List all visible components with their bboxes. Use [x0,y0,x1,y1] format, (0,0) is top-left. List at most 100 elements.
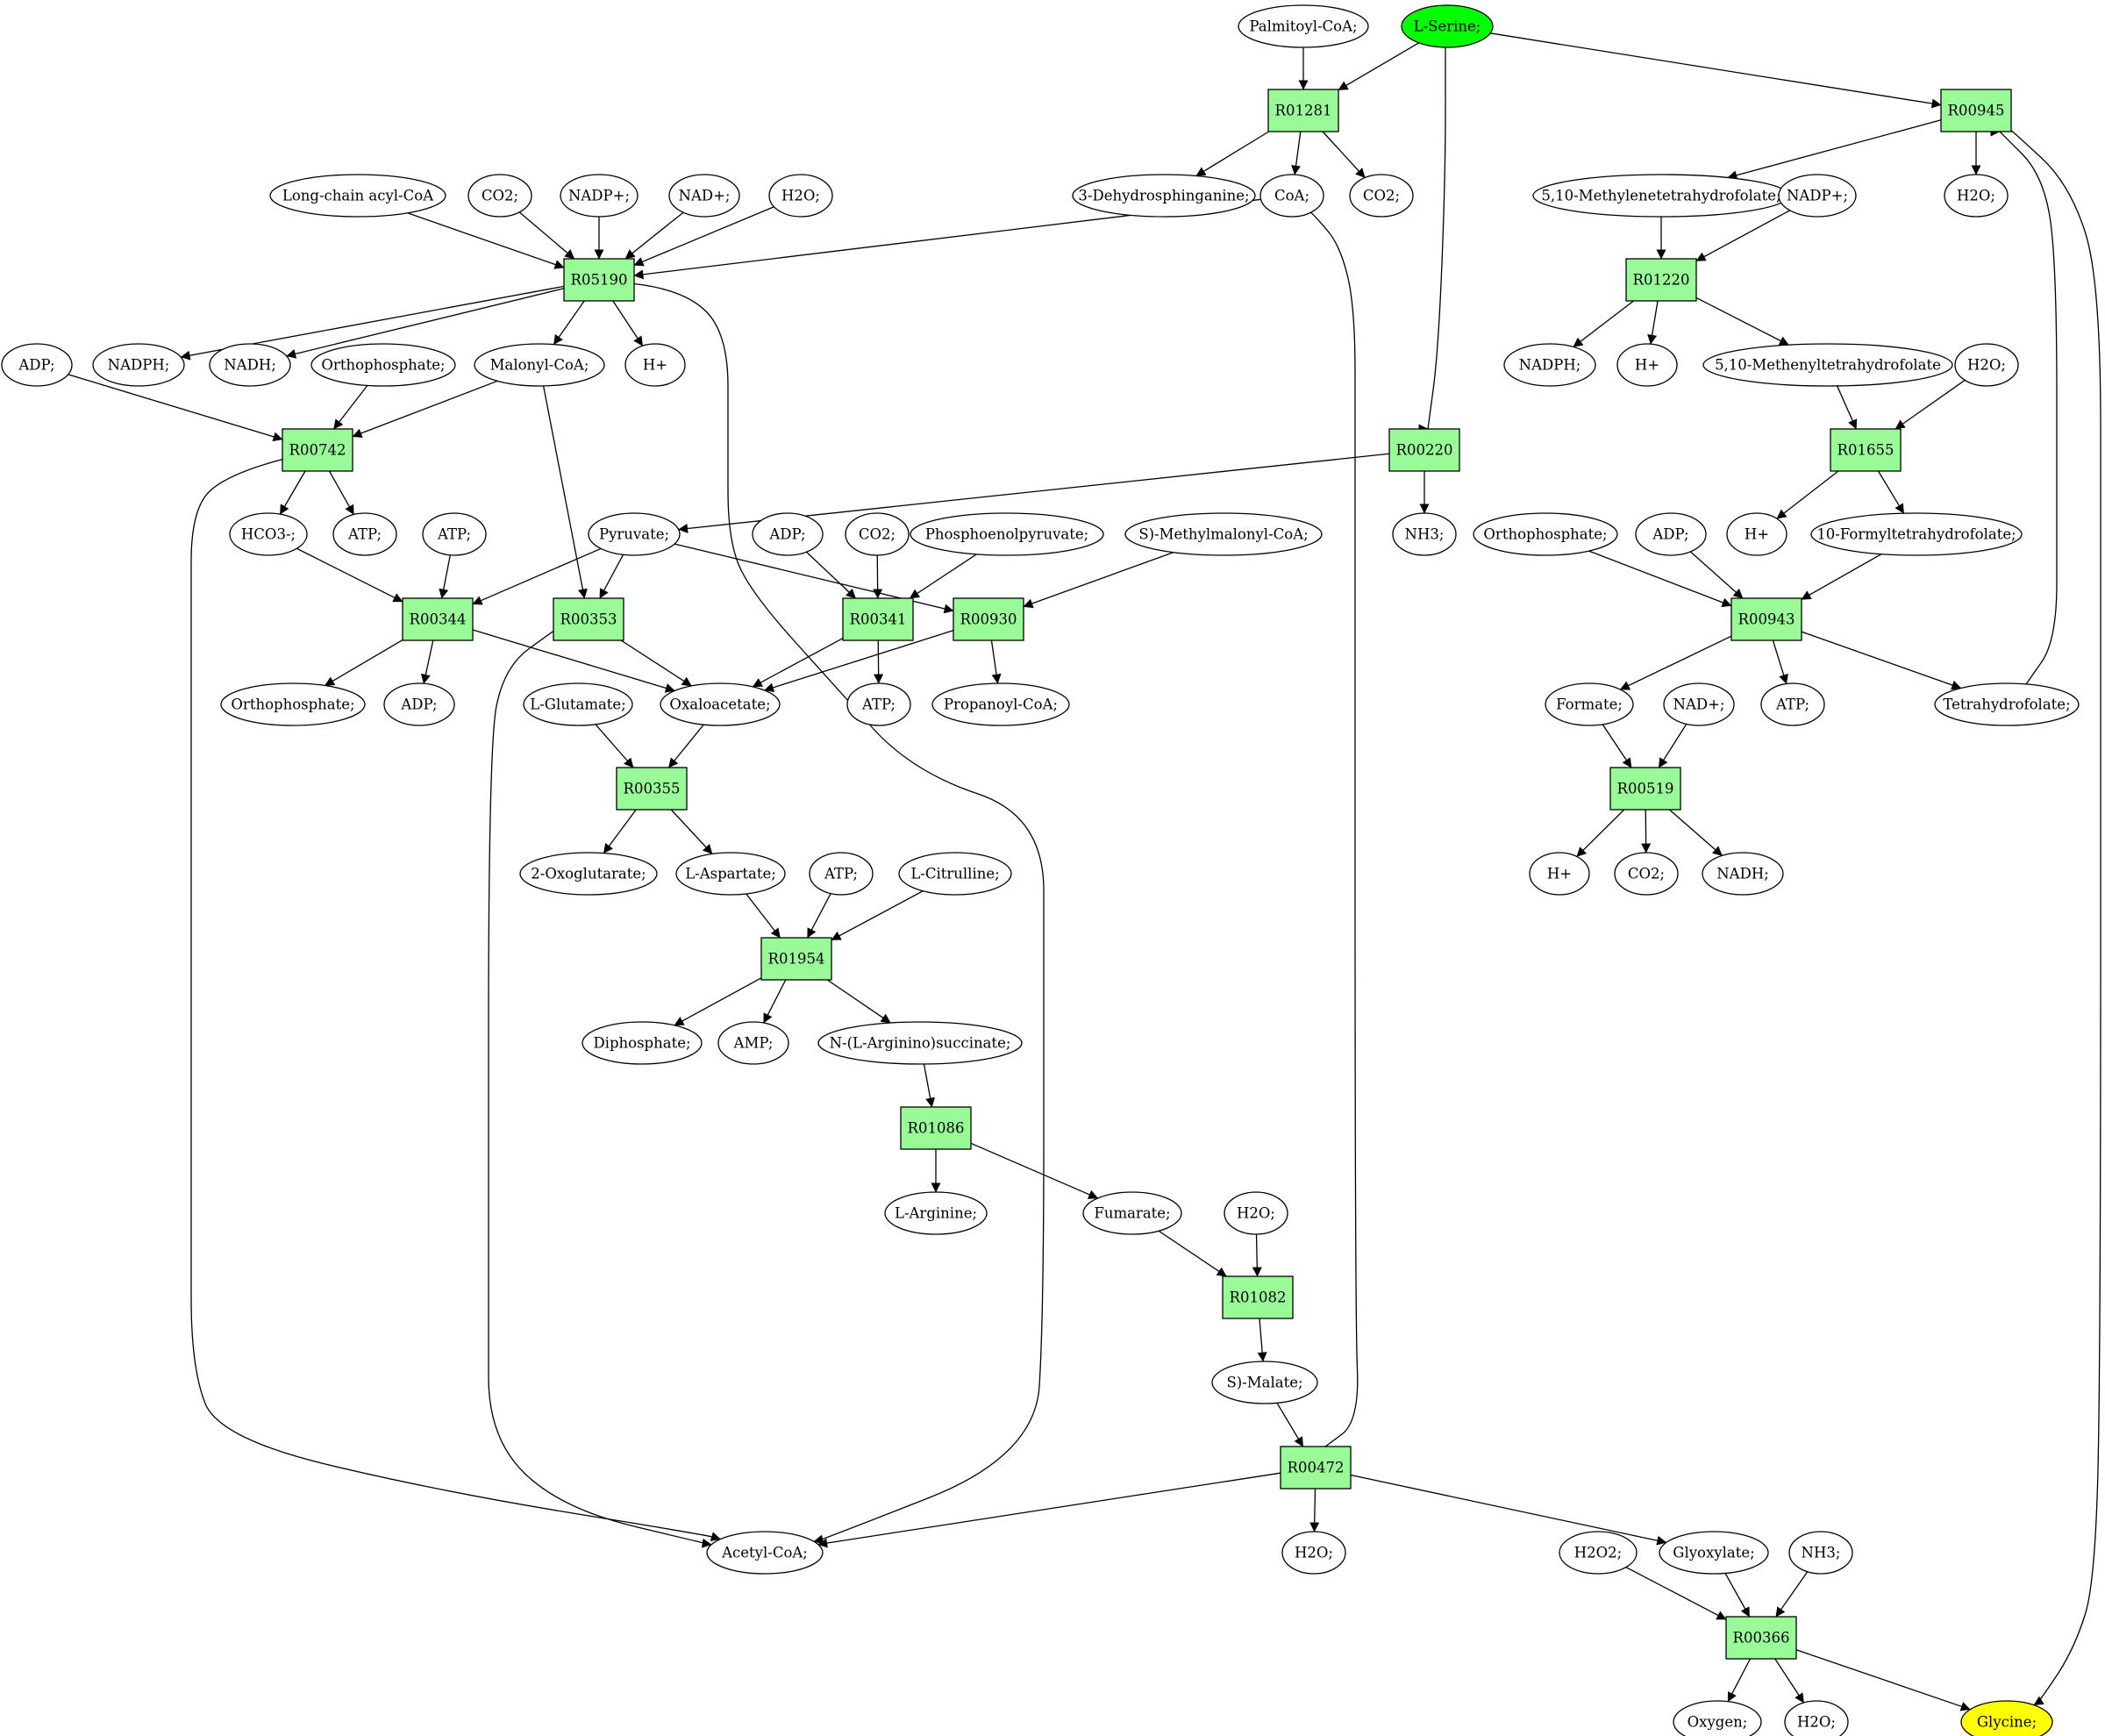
metabolite-node-lcac: Long-chain acyl-CoA [269,174,446,218]
node-label: N-(L-Arginino)succinate; [830,1035,1011,1052]
reaction-node-R00930: R00930 [953,597,1024,641]
reaction-node-R01220: R01220 [1625,258,1697,302]
metabolite-node-malonyl: Malonyl-CoA; [474,343,605,387]
edge-lcac-to-R05190 [407,212,565,269]
node-label: H2O; [1967,357,2006,374]
node-label: 5,10-Methenyltetrahydrofolate [1715,357,1941,374]
edge-pyr-to-R00344 [472,547,602,605]
metabolite-node-fum: Fumarate; [1082,1191,1182,1235]
metabolite-node-oxygen: Oxygen; [1673,1700,1762,1736]
metabolite-ellipse [1392,512,1457,556]
metabolite-node-ortho2: Orthophosphate; [1473,512,1618,556]
edge-R00341-to-oaa [752,637,844,688]
edge-co2c-to-R00341 [873,554,883,599]
metabolite-node-hp4: H+ [1529,852,1590,896]
reaction-box [616,767,688,811]
metabolite-ellipse [220,682,366,726]
edge-R05190-to-hp1 [612,300,644,346]
metabolite-node-co2b: CO2; [467,174,532,218]
metabolite-ellipse [1673,1700,1762,1736]
metabolite-ellipse [310,343,456,387]
node-label: CO2; [1628,866,1665,882]
reaction-node-R00742: R00742 [282,428,353,472]
node-label: R00366 [1733,1630,1790,1647]
node-label: H+ [1745,526,1769,543]
node-label: NADPH; [108,357,170,374]
reaction-node-R00366: R00366 [1725,1616,1797,1660]
node-label: Phosphoenolpyruvate; [925,526,1088,543]
metabolite-node-argsuc: N-(L-Arginino)succinate; [817,1021,1023,1065]
edge-lcit-to-R01954 [831,890,924,941]
edge-smal-to-R00472 [1276,1403,1304,1447]
metabolite-ellipse [1616,343,1678,387]
node-label: L-Citrulline; [910,866,999,882]
reaction-box [1222,1275,1294,1319]
node-label: Glyoxylate; [1673,1545,1754,1561]
reaction-node-R00344: R00344 [402,597,474,641]
reaction-box [1609,767,1681,811]
metabolite-ellipse [1778,174,1857,218]
metabolite-node-hp3: H+ [1726,512,1787,556]
node-label: ATP; [1775,697,1809,713]
metabolite-ellipse [1529,852,1590,896]
edge-R00742-to-hco3 [279,470,306,515]
metabolite-ellipse [1559,1531,1638,1575]
metabolite-ellipse [768,174,833,218]
node-label: Tetrahydrofolate; [1943,697,2070,713]
metabolite-node-nadph2: NADPH; [1503,343,1596,387]
metabolite-ellipse [1545,682,1634,726]
node-label: R01086 [908,1120,965,1137]
edge-ortho2-to-R00943 [1588,550,1732,607]
reaction-node-R01082: R01082 [1222,1275,1294,1319]
node-label: Orthophosphate; [321,357,445,374]
metabolite-node-lasp: L-Aspartate; [675,852,786,896]
metabolite-ellipse [845,512,910,556]
metabolite-ellipse [1224,1191,1288,1235]
node-label: AMP; [733,1035,774,1052]
reaction-box [282,428,353,472]
metabolite-node-nh3a: NH3; [1392,512,1457,556]
reaction-node-R00472: R00472 [1280,1446,1352,1490]
metabolite-ellipse [1503,343,1596,387]
node-label: ADP; [18,357,54,374]
edge-lser-to-R01281 [1338,42,1420,91]
metabolite-ellipse [422,512,487,556]
metabolite-ellipse [1,343,73,387]
node-label: Propanoyl-CoA; [944,697,1058,713]
edge-R05190-to-malonyl [553,300,585,346]
node-label: H2O; [1797,1714,1836,1731]
edge-R00472-to-h2o5 [1309,1488,1320,1532]
edge-nadp1-to-R05190 [624,211,684,260]
edge-coa-to-R00472 [1310,211,1359,1457]
node-label: ADP; [1652,526,1688,543]
metabolite-ellipse [1810,512,2023,556]
metabolite-ellipse [1702,343,1953,387]
reaction-node-R00220: R00220 [1388,428,1460,472]
edge-R01281-to-coa [1291,131,1302,175]
edge-R00742-to-acoa [190,458,721,1541]
metabolite-node-ortho1: Orthophosphate; [310,343,456,387]
metabolite-node-nadp1: NAD+; [668,174,740,218]
node-label: NADH; [1716,866,1769,882]
node-label: R00519 [1617,781,1674,797]
metabolite-node-acoa: Acetyl-CoA; [706,1531,824,1575]
metabolite-ellipse [809,852,874,896]
reaction-node-R01086: R01086 [900,1106,972,1150]
metabolite-ellipse [474,343,605,387]
node-label: NH3; [1802,1545,1841,1561]
metabolite-ellipse [229,512,308,556]
node-label: NADH; [224,357,276,374]
node-label: H2O2; [1574,1545,1622,1561]
metabolite-node-gly: Glycine; [1960,1700,2053,1736]
reaction-node-R00341: R00341 [842,597,914,641]
edge-R00943-to-formate [1619,635,1732,690]
edge-R00344-to-ortho3 [325,639,403,687]
edge-lser-to-R00945 [1490,32,1942,109]
reaction-node-R00355: R00355 [616,767,688,811]
node-label: Oxygen; [1688,1714,1748,1731]
node-label: L-Serine; [1414,18,1481,35]
metabolite-ellipse [1211,1361,1318,1404]
metabolite-node-dhs: 3-Dehydrosphinganine; [1072,174,1256,218]
